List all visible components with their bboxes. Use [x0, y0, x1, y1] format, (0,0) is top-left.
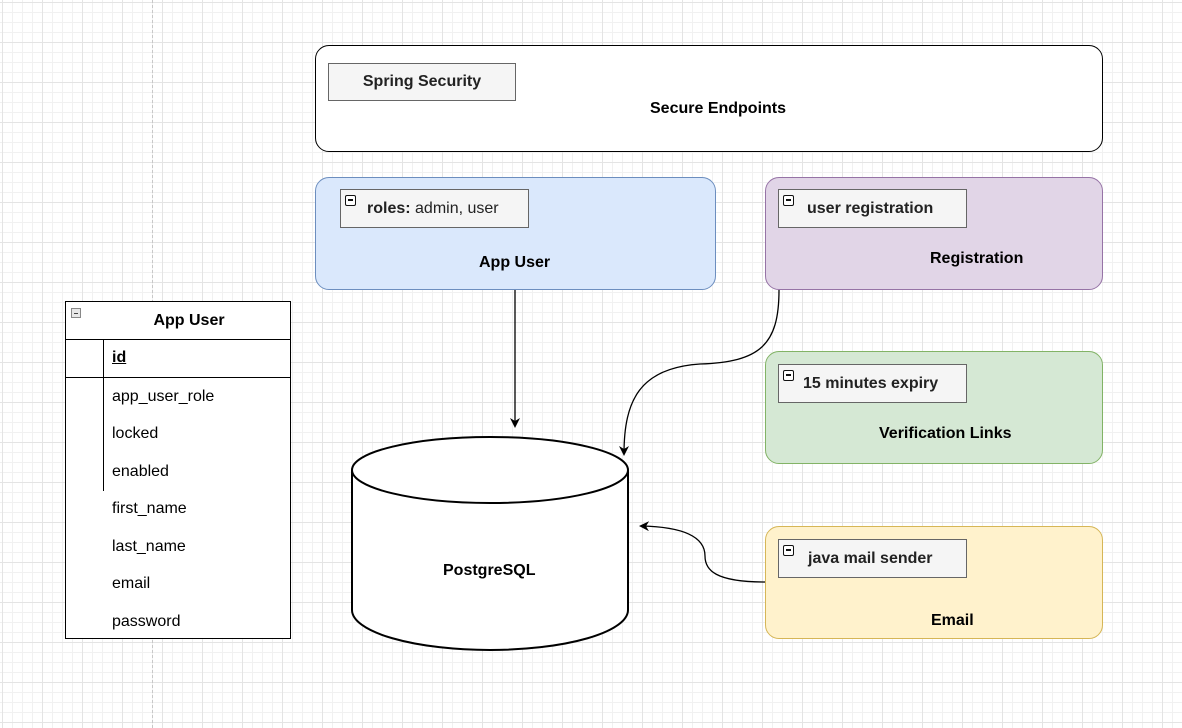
field-enabled[interactable]: enabled [112, 463, 169, 480]
registration-node[interactable]: user registration Registration [765, 177, 1103, 290]
app-user-title: App User [479, 254, 551, 271]
mail-sender-label: java mail sender [808, 549, 933, 567]
roles-value: admin, user [410, 199, 499, 217]
field-last-name[interactable]: last_name [112, 538, 186, 555]
key-divider [103, 340, 104, 377]
spring-security-label: Spring Security [362, 73, 482, 90]
field-email[interactable]: email [112, 575, 151, 592]
primary-key-field: id [112, 349, 127, 366]
field-app-user-role[interactable]: app_user_role [112, 388, 215, 405]
registration-title: Registration [930, 250, 1024, 267]
key-divider [103, 378, 104, 491]
collapse-icon[interactable] [783, 545, 794, 556]
secure-endpoints-title: Secure Endpoints [650, 100, 787, 117]
mail-sender-tag[interactable]: java mail sender [778, 539, 967, 578]
expiry-tag[interactable]: 15 minutes expiry [778, 364, 967, 403]
email-to-db-edge[interactable] [639, 521, 766, 583]
spring-security-tag[interactable]: Spring Security [328, 63, 516, 101]
verification-links-node[interactable]: 15 minutes expiry Verification Links [765, 351, 1103, 464]
collapse-icon[interactable] [71, 308, 81, 318]
app-user-entity-table[interactable]: App User id app_user_role locked enabled… [65, 301, 291, 639]
collapse-icon[interactable] [783, 370, 794, 381]
roles-key: roles: [367, 199, 411, 217]
user-registration-label: user registration [807, 199, 934, 217]
email-node[interactable]: java mail sender Email [765, 526, 1103, 639]
user-registration-tag[interactable]: user registration [778, 189, 967, 228]
verification-links-title: Verification Links [879, 425, 1012, 442]
collapse-icon[interactable] [345, 195, 356, 206]
email-title: Email [931, 612, 974, 629]
entity-header: App User [66, 302, 290, 340]
field-password[interactable]: password [112, 613, 181, 630]
primary-key-row[interactable]: id [66, 340, 290, 378]
app-user-node[interactable]: roles: admin, user App User [315, 177, 716, 290]
roles-tag[interactable]: roles: admin, user [340, 189, 529, 228]
postgresql-database-cylinder[interactable] [351, 436, 629, 651]
field-first-name[interactable]: first_name [112, 500, 187, 517]
secure-endpoints-node[interactable]: Spring Security Secure Endpoints [315, 45, 1103, 152]
registration-to-db-edge[interactable] [619, 289, 780, 456]
field-locked[interactable]: locked [112, 425, 159, 442]
entity-title: App User [153, 312, 225, 329]
collapse-icon[interactable] [783, 195, 794, 206]
postgresql-label: PostgreSQL [443, 562, 536, 579]
expiry-label: 15 minutes expiry [803, 374, 939, 392]
